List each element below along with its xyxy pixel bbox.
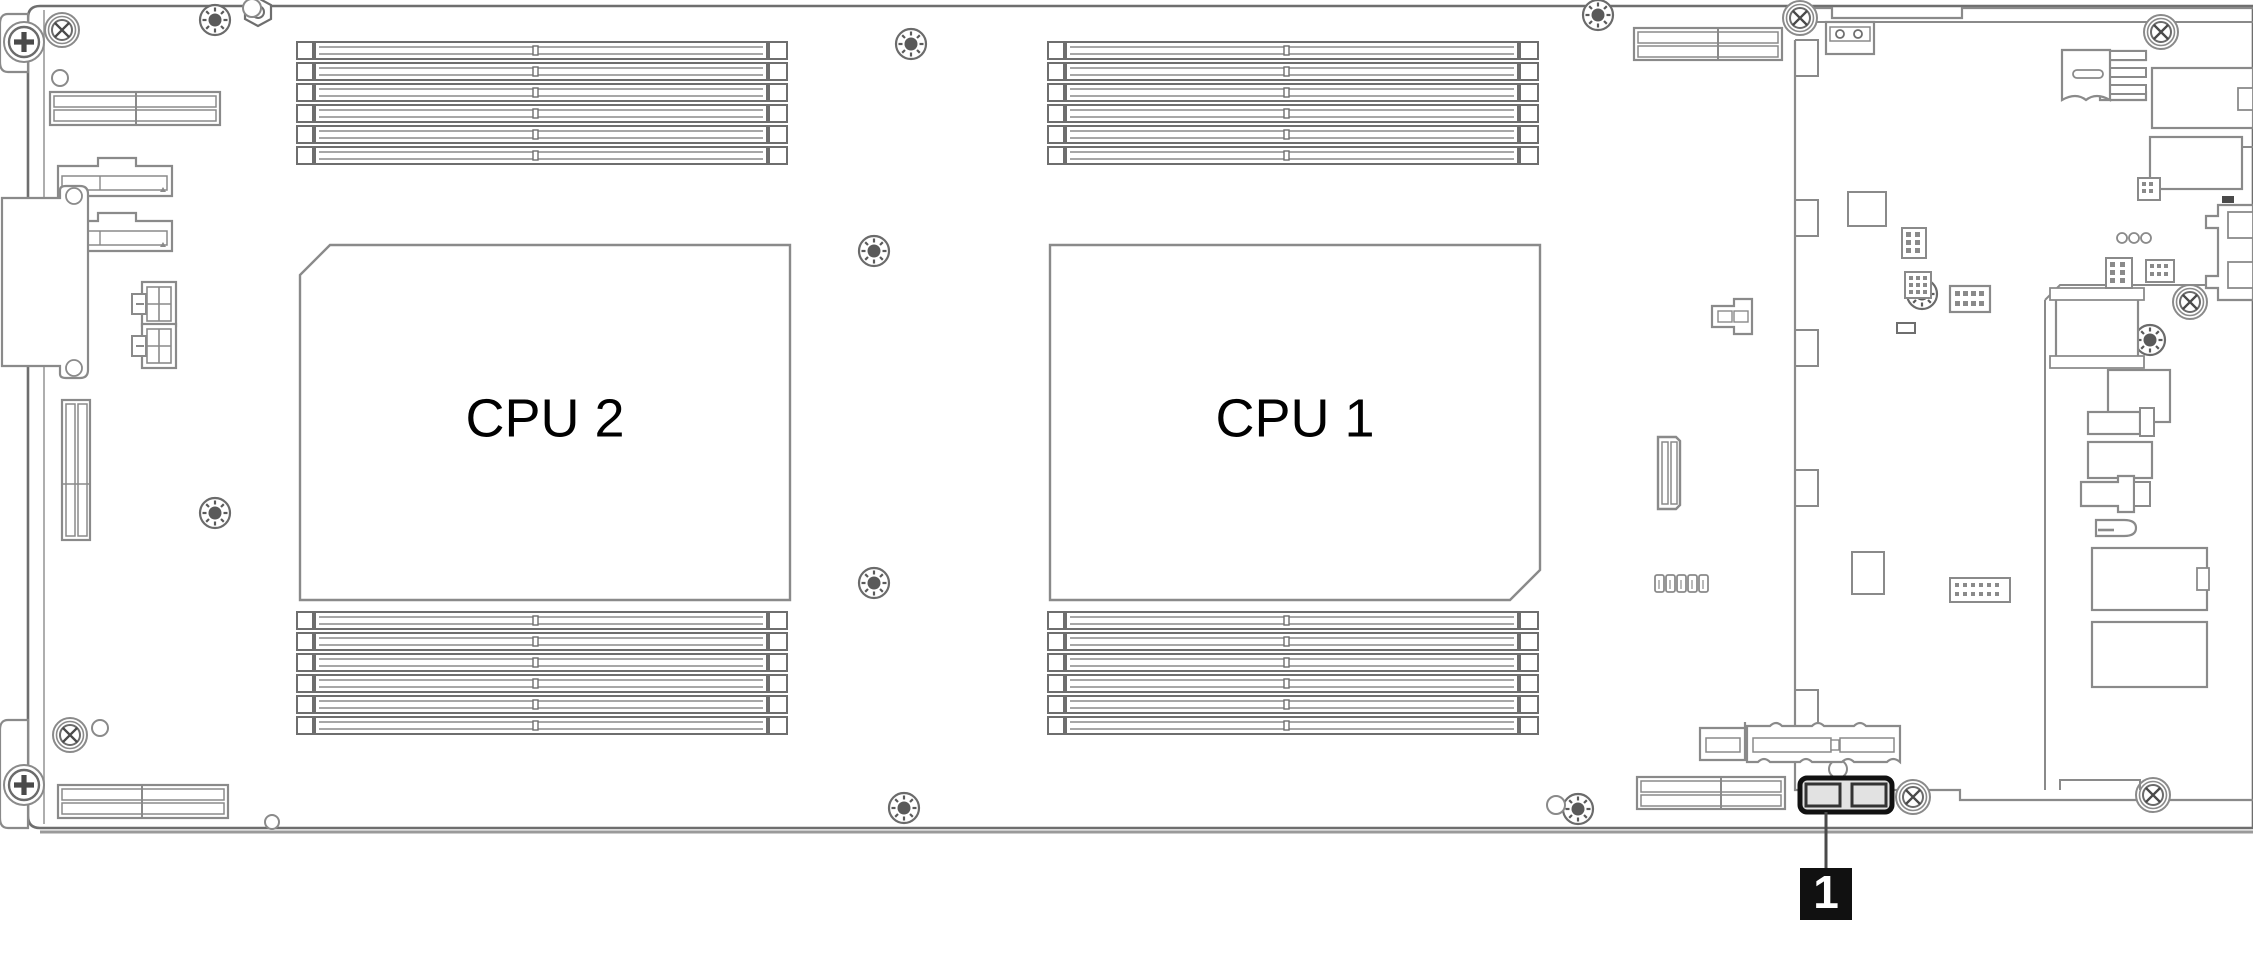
mid-right-components [1654, 297, 1754, 593]
port-bay-2[interactable] [2090, 620, 2209, 689]
port-usb-lower[interactable] [2148, 135, 2253, 191]
port-usb-top[interactable] [2150, 66, 2253, 130]
locator-hole [242, 0, 262, 18]
dimm-bank-cpu1-bottom [1047, 611, 1539, 735]
callout-number: 1 [1813, 866, 1839, 918]
dimm-bank-cpu2-top [296, 41, 788, 165]
left-slot-4[interactable] [56, 783, 230, 820]
captive-screw-icon [2134, 776, 2172, 814]
smd-marker [2222, 196, 2234, 203]
standoff-icon [894, 27, 928, 61]
dimm-bank-cpu1-top [1047, 41, 1539, 165]
callout-badge [1800, 868, 1852, 920]
standoff-icon [857, 566, 891, 600]
callout-1: 1 [1800, 812, 1852, 920]
header-10pin-b[interactable] [2105, 257, 2133, 289]
port-small-b[interactable] [2086, 440, 2154, 480]
port-bay-1[interactable] [2090, 546, 2210, 612]
vertical-card-slot[interactable] [1656, 435, 1682, 511]
switch-block[interactable] [1797, 775, 1895, 815]
locator-hole [91, 719, 109, 737]
right-io-area [1824, 20, 2253, 790]
locator-hole [1546, 795, 1566, 815]
captive-screw-icon [43, 11, 81, 49]
cpu-socket-2-label: CPU 2 [465, 388, 624, 448]
locator-hole [264, 814, 280, 830]
riser-connector[interactable] [1698, 721, 1902, 765]
card-retainer [2060, 48, 2112, 102]
header-3pin-led [2116, 232, 2152, 244]
left-module [0, 184, 90, 380]
right-slot-connectors [1632, 26, 1902, 811]
port-small-a[interactable] [2086, 407, 2155, 437]
captive-screw-icon [2142, 13, 2180, 51]
thumbscrew-icon [2, 20, 46, 64]
header-10pin-a[interactable] [1901, 227, 1927, 259]
standoff-icon [887, 791, 921, 825]
port-vga[interactable] [2204, 203, 2253, 302]
locator-hole [51, 69, 69, 87]
port-jack[interactable] [2094, 518, 2138, 538]
left-slot-2[interactable] [56, 156, 174, 198]
dimm-bank-cpu2-bottom [296, 611, 788, 735]
thumbscrew-icon [2, 763, 46, 807]
captive-screw-icon [51, 716, 89, 754]
standoff-icon [198, 496, 232, 530]
cpu-socket-2[interactable]: CPU 2 [298, 243, 792, 602]
pin-strip[interactable] [1949, 577, 2011, 603]
header-16pin[interactable] [1948, 284, 1992, 314]
left-slot-1[interactable] [48, 90, 222, 127]
cpu-socket-1[interactable]: CPU 1 [1048, 243, 1542, 602]
jumper-row[interactable] [1654, 574, 1709, 593]
bottom-right-slot[interactable] [1635, 775, 1787, 811]
firmware-chip [2137, 177, 2161, 201]
small-module [1851, 551, 1885, 595]
cpu-socket-1-label: CPU 1 [1215, 388, 1374, 448]
captive-screw-icon [1894, 778, 1932, 816]
standoff-icon [857, 234, 891, 268]
ocp-module [2049, 287, 2145, 369]
two-pin-connector[interactable] [1824, 20, 1876, 56]
bmc-chip [1904, 271, 1932, 299]
standoff-icon [2133, 323, 2167, 357]
standoff-icon [198, 3, 232, 37]
standoff-icon [1581, 0, 1615, 32]
small-module [1847, 191, 1887, 227]
captive-screw-icon [1781, 0, 1819, 37]
port-round[interactable] [2079, 474, 2151, 514]
smd-component [1896, 322, 1916, 334]
captive-screw-icon [2171, 283, 2209, 321]
mounting-hardware [2, 0, 2209, 830]
small-connector[interactable] [1710, 297, 1754, 336]
left-vertical-slot[interactable] [60, 398, 92, 542]
header-8pin[interactable] [2145, 259, 2175, 283]
standoff-icon [1561, 792, 1595, 826]
top-right-slot[interactable] [1632, 26, 1784, 62]
left-edge-connectors [0, 90, 230, 820]
